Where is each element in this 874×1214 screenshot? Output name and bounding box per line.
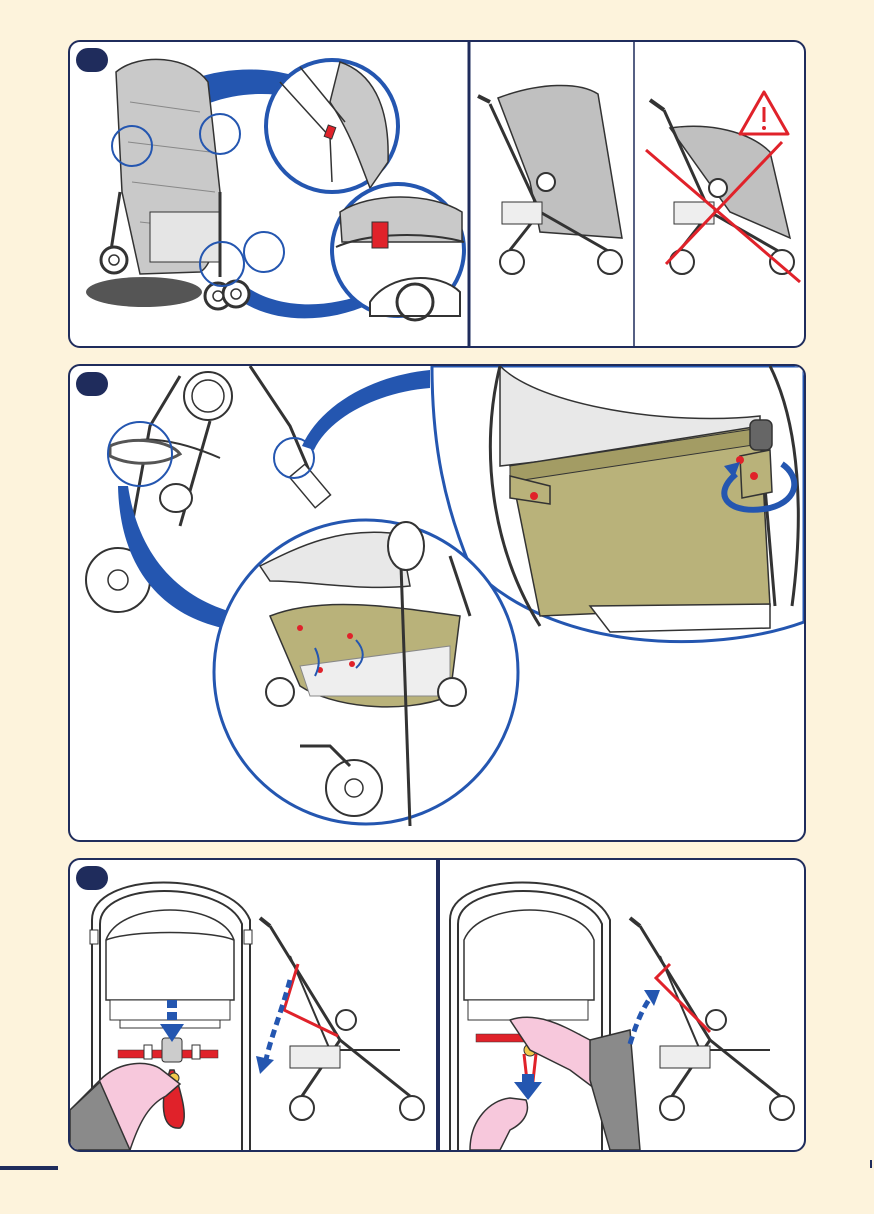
step-1-illustration xyxy=(70,42,804,346)
detail-magnifier-bottom xyxy=(332,184,464,320)
incorrect-fit-view xyxy=(646,92,800,282)
detail-swoosh-right xyxy=(302,370,430,450)
strap-pull-view xyxy=(450,883,640,1151)
page-footer-rule xyxy=(0,1166,58,1170)
basket-detail-magnifier xyxy=(214,520,518,826)
step-badge xyxy=(76,866,108,890)
step-badge xyxy=(76,48,108,72)
step-3-illustration xyxy=(70,860,804,1150)
detail-magnifier-top xyxy=(266,60,398,192)
step-badge xyxy=(76,372,108,396)
highlight-circle xyxy=(244,232,284,272)
step-3-panel xyxy=(68,858,806,1152)
step-2-panel xyxy=(68,364,806,842)
strap-side-view-up xyxy=(630,918,794,1120)
correct-fit-view xyxy=(478,85,622,274)
arrow-down-icon xyxy=(256,1056,274,1074)
arrow-down-icon xyxy=(514,1074,542,1100)
strap-release-view xyxy=(70,883,252,1151)
sleeve xyxy=(590,1030,640,1150)
ground-shadow xyxy=(86,277,202,307)
step-1-panel xyxy=(68,40,806,348)
strap-side-view-down xyxy=(256,918,424,1120)
step-2-illustration xyxy=(70,366,804,840)
hand xyxy=(470,1098,527,1150)
warning-triangle-icon xyxy=(740,92,788,134)
page-edge-mark xyxy=(870,1160,872,1168)
